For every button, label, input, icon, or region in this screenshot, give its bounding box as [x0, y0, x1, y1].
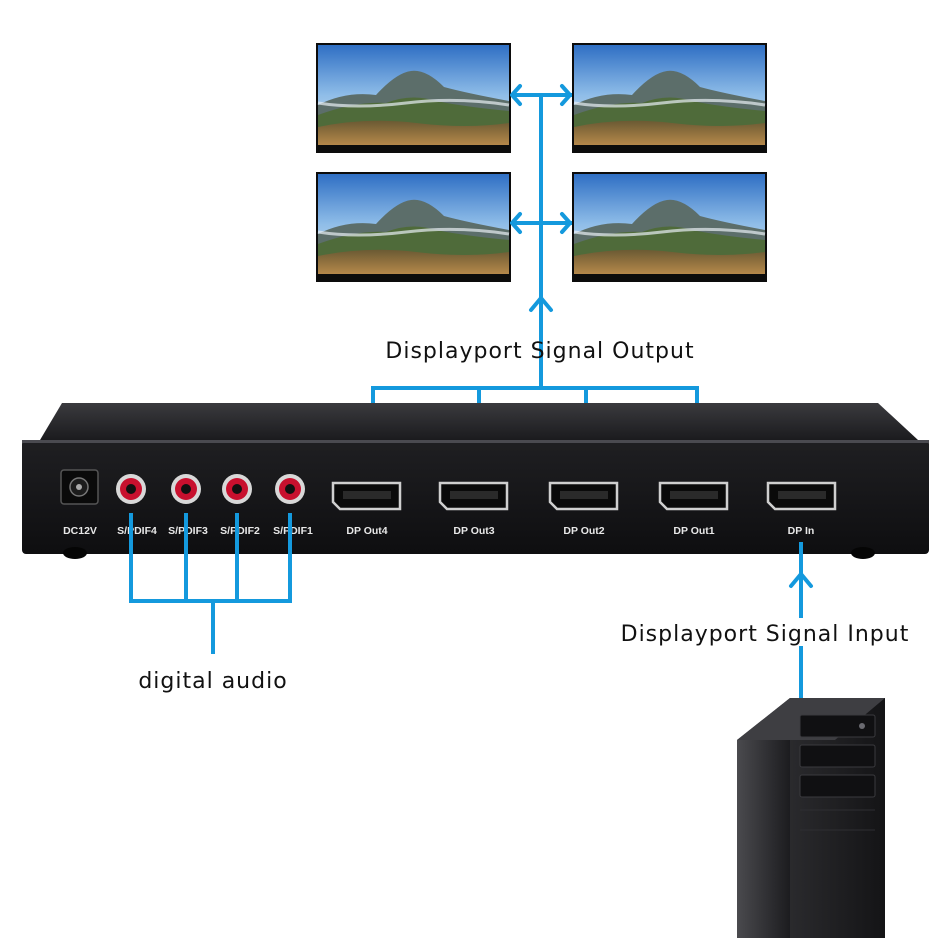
monitor-top-right [572, 43, 767, 153]
dp-out3-port[interactable] [438, 481, 509, 511]
dc12v-label: DC12V [63, 525, 97, 537]
spdif4-jack[interactable] [116, 474, 146, 504]
dp-in-label: DP In [788, 525, 815, 537]
tower-pc-icon [737, 698, 885, 938]
dp-out3-label: DP Out3 [453, 525, 494, 537]
dp-out4-port[interactable] [331, 481, 402, 511]
audio-label: digital audio [138, 669, 287, 694]
input-label: Displayport Signal Input [621, 622, 910, 647]
audio-wiring [129, 513, 292, 654]
dp-out2-port[interactable] [548, 481, 619, 511]
spdif2-label: S/PDIF2 [220, 525, 260, 537]
output-label: Displayport Signal Output [385, 339, 694, 364]
spdif4-label: S/PDIF4 [117, 525, 157, 537]
spdif2-jack[interactable] [222, 474, 252, 504]
splitter-chassis: DC12V S/PDIF4 S/PDIF3 S/PDIF2 S/PDIF1 DP… [22, 403, 929, 559]
dp-out1-label: DP Out1 [673, 525, 714, 537]
input-wiring [789, 542, 813, 700]
spdif3-jack[interactable] [171, 474, 201, 504]
monitor-bottom-left [316, 172, 511, 282]
spdif1-label: S/PDIF1 [273, 525, 313, 537]
dp-out2-label: DP Out2 [563, 525, 604, 537]
dc-power-jack[interactable] [60, 469, 99, 505]
dp-in-port[interactable] [766, 481, 837, 511]
monitor-top-left [316, 43, 511, 153]
spdif3-label: S/PDIF3 [168, 525, 208, 537]
dp-out1-port[interactable] [658, 481, 729, 511]
spdif1-jack[interactable] [275, 474, 305, 504]
dp-out4-label: DP Out4 [346, 525, 387, 537]
monitor-bottom-right [572, 172, 767, 282]
